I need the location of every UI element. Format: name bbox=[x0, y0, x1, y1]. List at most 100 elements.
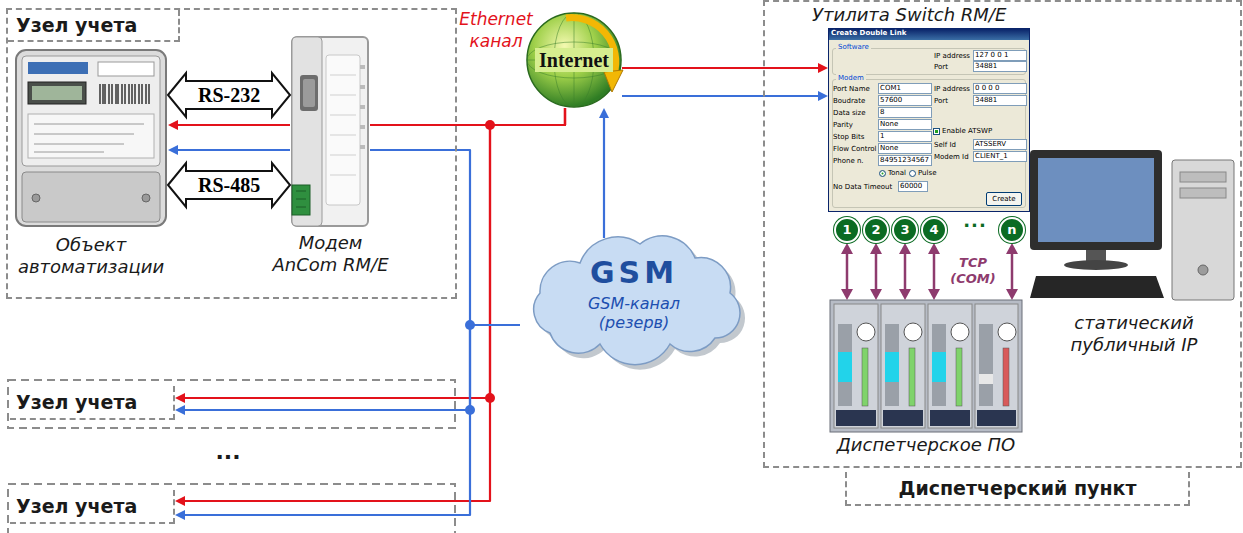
field-label: Boudrate bbox=[833, 97, 865, 106]
channel-line bbox=[370, 108, 565, 125]
connector-path bbox=[1011, 252, 1014, 291]
ellipsis: ... bbox=[208, 440, 248, 464]
connector-path bbox=[183, 108, 565, 501]
channel-line bbox=[928, 243, 940, 300]
connector-path bbox=[846, 252, 849, 291]
callout-number: 1 bbox=[836, 219, 858, 241]
channel-line bbox=[870, 243, 882, 300]
channel-line bbox=[168, 145, 290, 155]
connector-path bbox=[370, 150, 520, 325]
channel-line bbox=[599, 108, 609, 238]
field-value: None bbox=[878, 143, 932, 154]
connector-path bbox=[622, 67, 820, 69]
modem-device: Модем AnCom RM/E bbox=[290, 35, 370, 228]
arrow-head bbox=[175, 510, 185, 520]
callout-number: 3 bbox=[894, 219, 916, 241]
channel-line bbox=[370, 150, 520, 325]
arrow-head bbox=[1006, 289, 1018, 300]
electricity-meter: Объект автоматизации bbox=[14, 48, 168, 228]
modem-illustration bbox=[292, 37, 368, 226]
channel-line bbox=[622, 91, 828, 101]
field-value: 60000 bbox=[898, 181, 928, 192]
interface-arrow bbox=[168, 163, 290, 207]
group-caption: Modem bbox=[836, 74, 866, 83]
field-label: Port bbox=[934, 97, 948, 106]
site-box: Узел учета bbox=[10, 386, 175, 420]
field-value: ATSSERV bbox=[973, 139, 1027, 150]
site-region: Узел учетаОбъект автоматизацииМодем AnCo… bbox=[8, 10, 455, 297]
device-caption: Модем AnCom RM/E bbox=[268, 232, 393, 276]
field-label: Port bbox=[934, 63, 948, 72]
protocol-label: TCP (COM) bbox=[946, 255, 1000, 287]
connector-path bbox=[603, 116, 605, 238]
channel-line bbox=[168, 120, 290, 130]
option-label: Tonal bbox=[888, 169, 906, 178]
field-label: Phone n. bbox=[833, 157, 864, 166]
field-label: No Data Timeout bbox=[833, 183, 892, 192]
check-box bbox=[933, 128, 940, 135]
channel-line bbox=[175, 325, 520, 520]
arrow-head bbox=[928, 289, 940, 300]
region-heading: Диспетчерский пункт bbox=[845, 472, 1190, 506]
gsm-logo: GSM bbox=[520, 256, 748, 290]
channel-number: 3 bbox=[892, 217, 918, 243]
field-value: 57600 bbox=[878, 95, 932, 106]
arrow-head bbox=[870, 243, 882, 254]
radio-button bbox=[909, 170, 916, 177]
site-name: Узел учета bbox=[10, 490, 173, 522]
channel-line bbox=[175, 108, 565, 403]
arrow-head bbox=[870, 289, 882, 300]
utility-dialog: Утилита Switch RM/ECreate Double LinkSof… bbox=[828, 28, 1030, 212]
utility-caption: Утилита Switch RM/E bbox=[812, 4, 1052, 26]
field-label: Parity bbox=[833, 121, 853, 130]
connector-path bbox=[370, 108, 565, 125]
field-value: 34881 bbox=[973, 61, 1027, 72]
option-label: Enable ATSWP bbox=[942, 127, 992, 136]
field-label: Modem Id bbox=[934, 153, 969, 162]
arrow-head bbox=[818, 91, 828, 101]
connector-path bbox=[622, 95, 820, 97]
computer-caption: статический публичный IP bbox=[1044, 312, 1224, 356]
field-label: Self Id bbox=[934, 141, 956, 150]
channel-line bbox=[1006, 243, 1018, 300]
connector-path bbox=[933, 252, 936, 291]
arrow-head bbox=[175, 496, 185, 506]
arrow-head bbox=[168, 120, 178, 130]
field-label: Port Name bbox=[833, 85, 870, 94]
site-band bbox=[8, 484, 455, 533]
software-illustration bbox=[830, 300, 1022, 432]
site-band bbox=[8, 380, 455, 428]
arrow-head bbox=[841, 289, 853, 300]
connector-path bbox=[176, 124, 290, 126]
arrow-head bbox=[899, 243, 911, 254]
arrow-outline bbox=[168, 163, 290, 207]
ellipsis: ... bbox=[958, 212, 992, 230]
arrow-head bbox=[168, 145, 178, 155]
arrow-head bbox=[928, 243, 940, 254]
field-label: IP address bbox=[934, 85, 970, 94]
channel-line bbox=[622, 63, 828, 73]
option-label: Pulse bbox=[918, 169, 936, 178]
arrow-head bbox=[818, 63, 828, 73]
interface-arrow bbox=[168, 73, 290, 117]
field-value: 0 0 0 0 bbox=[973, 83, 1027, 94]
dialog-button: Create bbox=[986, 192, 1022, 206]
channel-line bbox=[175, 108, 565, 506]
callout-number: n bbox=[1001, 219, 1023, 241]
network-name: Internet bbox=[535, 48, 613, 72]
site-name: Узел учета bbox=[10, 386, 173, 418]
field-label: Data size bbox=[833, 109, 866, 118]
channel-number: 1 bbox=[834, 217, 860, 243]
field-value: None bbox=[878, 119, 932, 130]
channel-label: Ethernet канал bbox=[456, 8, 536, 52]
channel-number: 4 bbox=[921, 217, 947, 243]
channel-number: n bbox=[999, 217, 1025, 243]
computer-illustration bbox=[1030, 150, 1234, 300]
arrow-head bbox=[175, 405, 185, 415]
field-value: 8 bbox=[878, 107, 932, 118]
channel-number: 2 bbox=[863, 217, 889, 243]
field-label: Flow Control bbox=[833, 145, 877, 154]
arrow-head bbox=[175, 393, 185, 403]
field-value: CLIENT_1 bbox=[973, 151, 1027, 162]
